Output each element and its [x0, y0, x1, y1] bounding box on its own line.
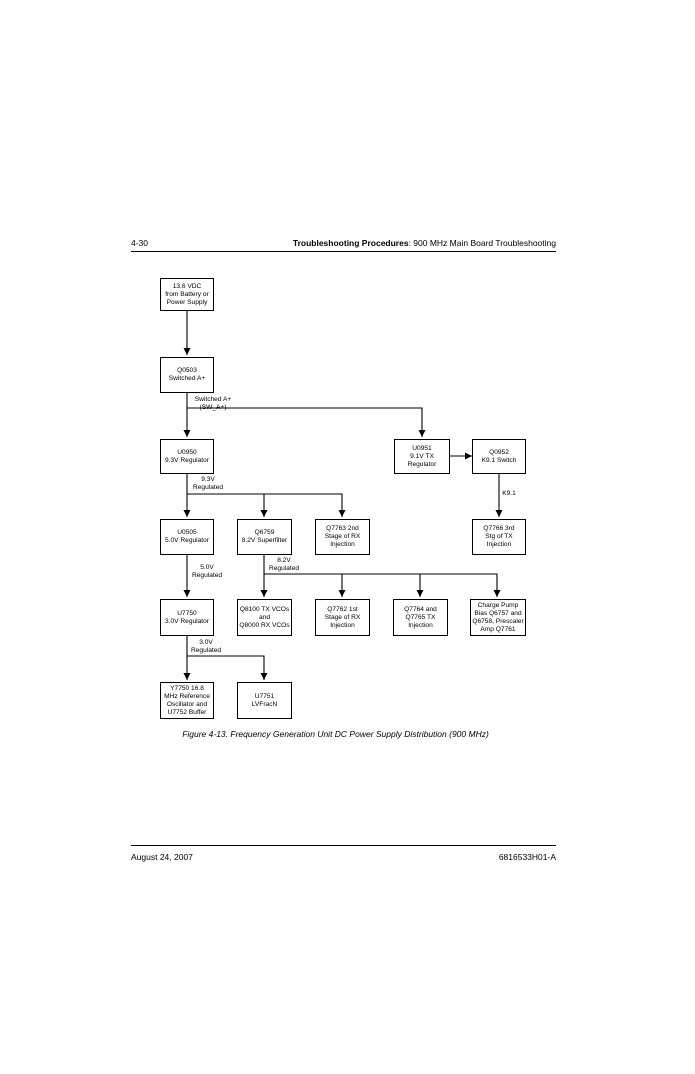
power-source-box: 13.6 VDC from Battery or Power Supply — [160, 278, 214, 311]
q7764-box: Q7764 and Q7765 TX Injection — [393, 599, 448, 636]
q6759-box: Q6759 8.2V Superfilter — [237, 519, 292, 555]
u7750-box: U7750 3.0V Regulator — [160, 599, 214, 636]
section-title: Troubleshooting Procedures: 900 MHz Main… — [293, 238, 556, 248]
v50-regulated-label: 5.0V Regulated — [191, 564, 223, 579]
q0503-box: Q0503 Switched A+ — [160, 357, 214, 393]
u0505-box: U0505 5.0V Regulator — [160, 519, 214, 555]
k91-label: K9.1 — [502, 490, 516, 497]
u0951-box: U0951 9.1V TX Regulator — [394, 439, 450, 474]
figure-caption: Figure 4-13. Frequency Generation Unit D… — [182, 729, 489, 739]
arrow-93v-to-q7763 — [187, 493, 346, 517]
v93-regulated-label: 9.3V Regulated — [192, 476, 224, 491]
q7766-box: Q7766 3rd Stg of TX Injection — [472, 519, 526, 555]
u0950-box: U0950 9.3V Regulator — [160, 439, 214, 474]
q8100-box: Q8100 TX VCOs and Q8000 RX VCOs — [237, 599, 292, 636]
arrow-82v-to-charge-pump — [264, 573, 501, 597]
switched-a-label: Switched A+ (SW_A+) — [194, 396, 232, 411]
v82-regulated-label: 8.2V Regulated — [268, 557, 300, 572]
y7750-box: Y7750 16.8 MHz Reference Oscillator and … — [160, 682, 214, 719]
q0952-box: Q0952 K9.1 Switch — [472, 439, 526, 474]
footer-date: August 24, 2007 — [131, 852, 193, 862]
u7751-box: U7751 LVFracN — [237, 682, 292, 719]
page-number: 4-30 — [131, 238, 149, 248]
q7763-box: Q7763 2nd Stage of RX Injection — [315, 519, 370, 555]
q7762-box: Q7762 1st Stage of RX Injection — [315, 599, 370, 636]
section-title-bold: Troubleshooting Procedures — [292, 238, 409, 248]
footer-doc-number: 6816533H01-A — [498, 852, 556, 862]
footer-rule — [131, 845, 556, 846]
section-title-rest: : 900 MHz Main Board Troubleshooting — [408, 238, 556, 248]
arrow-30v-to-u7751 — [187, 655, 268, 680]
figure-caption-row: Figure 4-13. Frequency Generation Unit D… — [0, 729, 695, 739]
v30-regulated-label: 3.0V Regulated — [190, 639, 222, 654]
header-rule — [131, 251, 556, 252]
charge-pump-box: Charge Pump Bias Q6757 and Q6758, Presca… — [470, 599, 526, 636]
arrow-swa-to-u0951 — [187, 407, 426, 437]
